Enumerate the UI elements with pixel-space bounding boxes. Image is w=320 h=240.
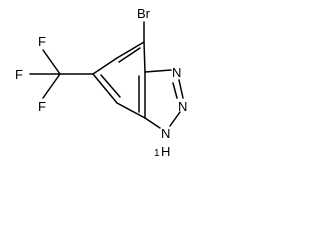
bond-c5-c6	[92, 57, 118, 75]
molecule-structure: Br F F F N N N 1 H	[15, 6, 187, 159]
bond-c3a-n3	[144, 69, 172, 73]
bond-c3a-c4	[143, 41, 146, 73]
bond-n3-n2	[178, 79, 184, 99]
bond-n1-c7a	[144, 117, 161, 129]
atom-nitrogen-upper: N	[172, 65, 181, 80]
atom-bromine: Br	[137, 6, 151, 21]
bond-c4-c5	[116, 41, 145, 59]
bond-cf3-f-bottom	[42, 73, 61, 99]
atom-fluorine-bottom: F	[38, 99, 46, 114]
bond-n2-n1	[169, 111, 181, 127]
bond-cf3-f-top	[42, 49, 61, 75]
bond-c5-c5-inner	[118, 47, 141, 63]
bond-c6-c7	[92, 73, 118, 104]
atom-nitrogen-middle: N	[178, 99, 187, 114]
bond-n3-n2-inner	[172, 82, 178, 99]
bond-c7-c7a	[116, 102, 146, 119]
atom-nitrogen-nh: N	[161, 126, 170, 141]
atom-fluorine-top: F	[38, 34, 46, 49]
atom-hydrogen: H	[161, 144, 170, 159]
atom-fluorine-middle: F	[15, 67, 23, 82]
atom-hydrogen-prefix: 1	[154, 148, 160, 159]
bond-c6-c7-inner	[100, 74, 121, 98]
